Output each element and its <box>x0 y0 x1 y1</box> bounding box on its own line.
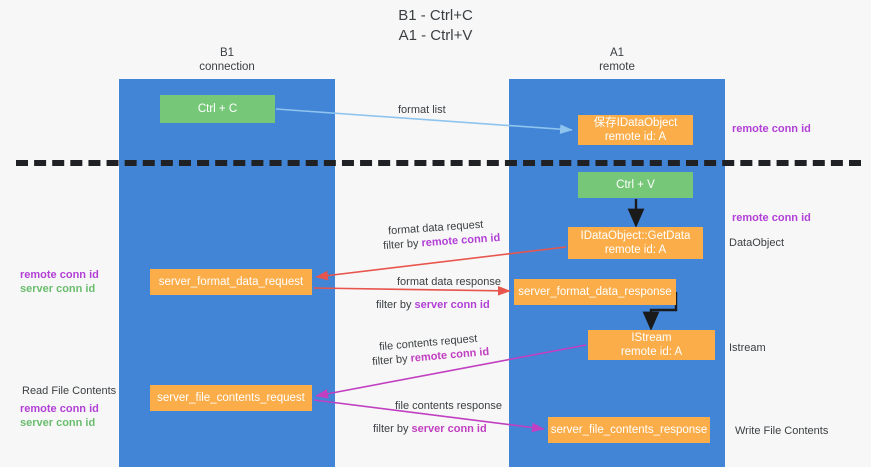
filter-key-remote-conn-id: remote conn id <box>421 231 501 250</box>
filter-key-server-conn-id: server conn id <box>414 299 490 311</box>
node-ctrl-v[interactable]: Ctrl + V <box>578 172 693 198</box>
label-file-contents-response: file contents response <box>395 400 503 412</box>
filter-prefix: filter by <box>382 237 422 253</box>
lane-title-a1: A1 remote <box>509 46 725 74</box>
node-istream-sub: remote id: A <box>620 346 683 358</box>
legend-remote-conn-id-top: remote conn id <box>20 269 99 281</box>
node-server-format-data-response[interactable]: server_format_data_response <box>514 279 676 305</box>
label-right-remote-conn-id-2: remote conn id <box>732 212 811 224</box>
node-server-format-data-request[interactable]: server_format_data_request <box>150 269 312 295</box>
label-format-data-response-filter: filter by server conn id <box>376 298 490 312</box>
node-server-file-contents-request-label: server_file_contents_request <box>157 392 305 404</box>
node-ctrl-c-label: Ctrl + C <box>197 103 238 115</box>
lane-title-a1-sub: remote <box>599 61 635 73</box>
node-ctrl-c[interactable]: Ctrl + C <box>160 95 275 123</box>
node-server-file-contents-response-label: server_file_contents_response <box>550 424 708 436</box>
node-idataobject-getdata-label: IDataObject::GetData <box>580 230 691 242</box>
node-ctrl-v-label: Ctrl + V <box>616 179 655 191</box>
node-idataobject-getdata-sub: remote id: A <box>604 244 667 256</box>
label-file-contents-response-filter: filter by server conn id <box>373 422 487 436</box>
lane-title-a1-name: A1 <box>609 47 625 59</box>
node-save-idataobject-sub: remote id: A <box>604 131 667 143</box>
filter-prefix: filter by <box>371 352 412 369</box>
node-save-idataobject[interactable]: 保存IDataObject remote id: A <box>578 115 693 145</box>
node-server-format-data-response-label: server_format_data_response <box>518 286 672 298</box>
node-istream[interactable]: IStream remote id: A <box>588 330 715 360</box>
label-write-file-contents: Write File Contents <box>735 425 829 437</box>
filter-prefix: filter by <box>376 299 415 311</box>
page-title-line2: A1 - Ctrl+V <box>398 27 473 44</box>
label-dataobject: DataObject <box>729 237 785 249</box>
legend-server-conn-id-top: server conn id <box>20 283 96 295</box>
lane-title-b1-sub: connection <box>199 61 255 73</box>
legend-server-conn-id-bottom: server conn id <box>20 417 96 429</box>
node-server-file-contents-request[interactable]: server_file_contents_request <box>150 385 312 411</box>
node-idataobject-getdata[interactable]: IDataObject::GetData remote id: A <box>568 227 703 259</box>
label-istream: Istream <box>729 342 766 354</box>
page-title: B1 - Ctrl+C A1 - Ctrl+V <box>0 6 871 46</box>
phase-divider <box>16 160 861 166</box>
legend-remote-conn-id-bottom: remote conn id <box>20 403 99 415</box>
label-format-data-response: format data response <box>397 276 501 288</box>
node-server-format-data-request-label: server_format_data_request <box>158 276 304 288</box>
node-save-idataobject-label: 保存IDataObject <box>593 117 678 129</box>
label-read-file-contents: Read File Contents <box>22 385 117 397</box>
node-server-file-contents-response[interactable]: server_file_contents_response <box>548 417 710 443</box>
filter-key-server-conn-id: server conn id <box>411 423 487 435</box>
page-title-line1: B1 - Ctrl+C <box>398 7 473 24</box>
node-istream-label: IStream <box>631 332 672 344</box>
legend-conn-ids-top: remote conn id server conn id <box>20 268 99 296</box>
legend-conn-ids-bottom: remote conn id server conn id <box>20 402 99 430</box>
lane-title-b1: B1 connection <box>119 46 335 74</box>
label-format-list: format list <box>398 104 446 116</box>
lane-title-b1-name: B1 <box>219 47 235 59</box>
label-right-remote-conn-id-1: remote conn id <box>732 123 811 135</box>
filter-prefix: filter by <box>373 423 412 435</box>
